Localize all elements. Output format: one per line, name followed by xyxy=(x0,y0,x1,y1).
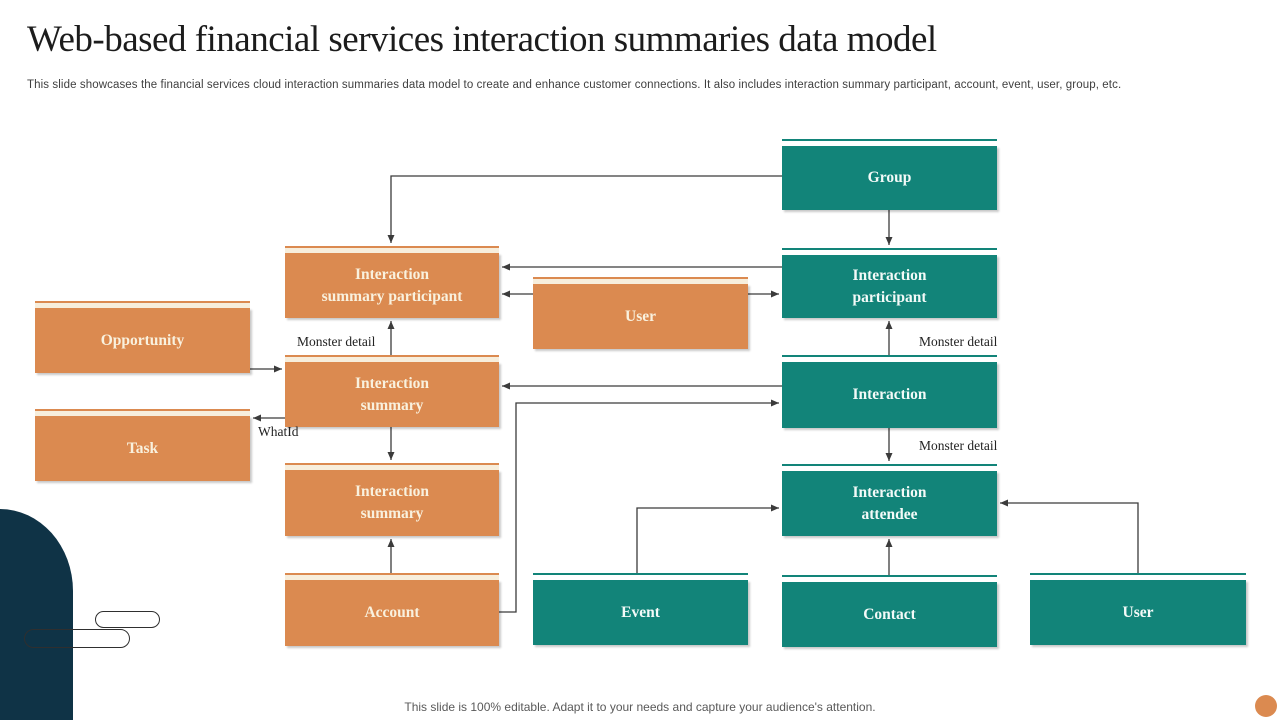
node-user-bottom[interactable]: User xyxy=(1030,573,1246,645)
node-label: Interaction summary participant xyxy=(321,265,463,305)
node-label: Account xyxy=(364,604,420,621)
node-top-accent xyxy=(35,409,250,416)
node-interaction-summary-lower[interactable]: Interaction summary xyxy=(285,463,499,536)
node-top-accent xyxy=(285,355,499,362)
node-label: Task xyxy=(126,439,159,457)
edge-label-monster-detail-lower-right: Monster detail xyxy=(919,438,998,453)
page-subtitle: This slide showcases the financial servi… xyxy=(27,79,1122,91)
node-top-accent xyxy=(782,139,997,146)
node-top-accent xyxy=(285,573,499,580)
edge-label-monster-detail-upper-right: Monster detail xyxy=(919,334,998,349)
node-top-accent xyxy=(533,277,748,284)
node-group[interactable]: Group xyxy=(782,139,997,210)
node-label: Group xyxy=(867,169,912,186)
node-opportunity[interactable]: Opportunity xyxy=(35,301,250,373)
node-top-accent xyxy=(782,575,997,582)
node-interaction[interactable]: Interaction xyxy=(782,355,997,428)
node-label: User xyxy=(1122,603,1154,621)
node-label: Interaction xyxy=(852,386,927,403)
node-label: Interaction attendee xyxy=(852,483,927,523)
accent-dot xyxy=(1255,695,1277,717)
node-top-accent xyxy=(782,355,997,362)
node-label: Interaction participant xyxy=(852,266,927,306)
node-label: User xyxy=(625,307,656,325)
node-event[interactable]: Event xyxy=(533,573,748,645)
node-top-accent xyxy=(285,246,499,253)
node-label: Event xyxy=(621,603,660,621)
node-label: Interaction summary xyxy=(354,374,430,414)
edge-label-what-id: WhatId xyxy=(258,424,299,439)
node-top-accent xyxy=(1030,573,1246,580)
node-label: Opportunity xyxy=(100,331,185,349)
page-title: Web-based financial services interaction… xyxy=(27,19,937,60)
edge-label-monster-detail-upper-left: Monster detail xyxy=(297,334,376,349)
pill-outline-small xyxy=(95,611,160,628)
node-interaction-summary-upper[interactable]: Interaction summary xyxy=(285,355,499,427)
edge-group-to-interaction-summary-participant xyxy=(387,175,782,243)
node-top-accent xyxy=(782,464,997,471)
corner-accent-shape xyxy=(0,509,73,720)
edge-event-to-interaction-attendee xyxy=(636,504,779,573)
node-top-accent xyxy=(285,463,499,470)
edge-user-bottom-to-interaction-attendee xyxy=(1000,499,1139,573)
node-user-middle[interactable]: User xyxy=(533,277,748,349)
node-top-accent xyxy=(533,573,748,580)
node-interaction-participant[interactable]: Interaction participant xyxy=(782,248,997,318)
node-top-accent xyxy=(35,301,250,308)
node-contact[interactable]: Contact xyxy=(782,575,997,647)
footer-note: This slide is 100% editable. Adapt it to… xyxy=(404,700,876,714)
node-label: Interaction summary xyxy=(354,483,430,522)
node-top-accent xyxy=(782,248,997,255)
node-account[interactable]: Account xyxy=(285,573,499,646)
node-task[interactable]: Task xyxy=(35,409,250,481)
node-interaction-attendee[interactable]: Interaction attendee xyxy=(782,464,997,536)
node-interaction-summary-participant[interactable]: Interaction summary participant xyxy=(285,246,499,318)
node-label: Contact xyxy=(863,605,916,623)
pill-outline-large xyxy=(24,629,130,648)
